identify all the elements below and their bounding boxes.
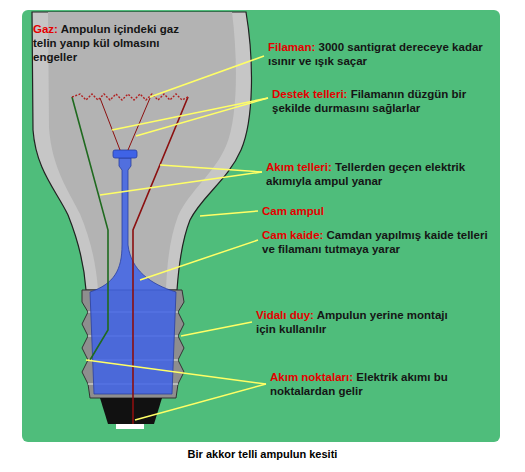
callout-label: Filaman: 3000 santigrat dereceye kadar ı… xyxy=(268,40,496,68)
callout-head: Vidalı duy: xyxy=(256,309,314,321)
stem-cap xyxy=(113,150,137,158)
figure-caption: Bir akkor telli ampulun kesiti xyxy=(0,448,525,460)
callout-head: Filaman: xyxy=(268,41,315,53)
current-wire-left xyxy=(72,97,108,360)
callout-label: Gaz: Ampulun içindeki gaz telin yanıp kü… xyxy=(33,22,183,64)
background-panel xyxy=(22,10,500,442)
callout-label: Akım noktaları: Elektrik akımı bu noktal… xyxy=(270,370,470,398)
callout-head: Cam kaide: xyxy=(262,229,323,241)
contact-tip xyxy=(100,398,162,424)
current-wire-right xyxy=(133,97,188,424)
callout-label: Cam kaide: Camdan yapılmış kaide telleri… xyxy=(262,228,494,256)
callout-head: Akım telleri: xyxy=(266,161,332,173)
callout-head: Gaz: xyxy=(33,23,58,35)
callout-head: Akım noktaları: xyxy=(270,371,353,383)
callout-label: Vidalı duy: Ampulun yerine montajı için … xyxy=(256,308,466,336)
callout-label: Akım telleri: Tellerden geçen elektrik a… xyxy=(266,160,496,188)
callout-head: Cam ampul xyxy=(262,205,324,217)
callout-label: Destek telleri: Filamanın düzgün bir şek… xyxy=(272,87,496,115)
contact-point xyxy=(116,424,144,429)
leader-lines xyxy=(86,56,268,420)
glass-bulb xyxy=(32,12,251,290)
callout-label: Cam ampul xyxy=(262,204,462,218)
filament xyxy=(72,94,188,100)
callout-head: Destek telleri: xyxy=(272,88,347,100)
